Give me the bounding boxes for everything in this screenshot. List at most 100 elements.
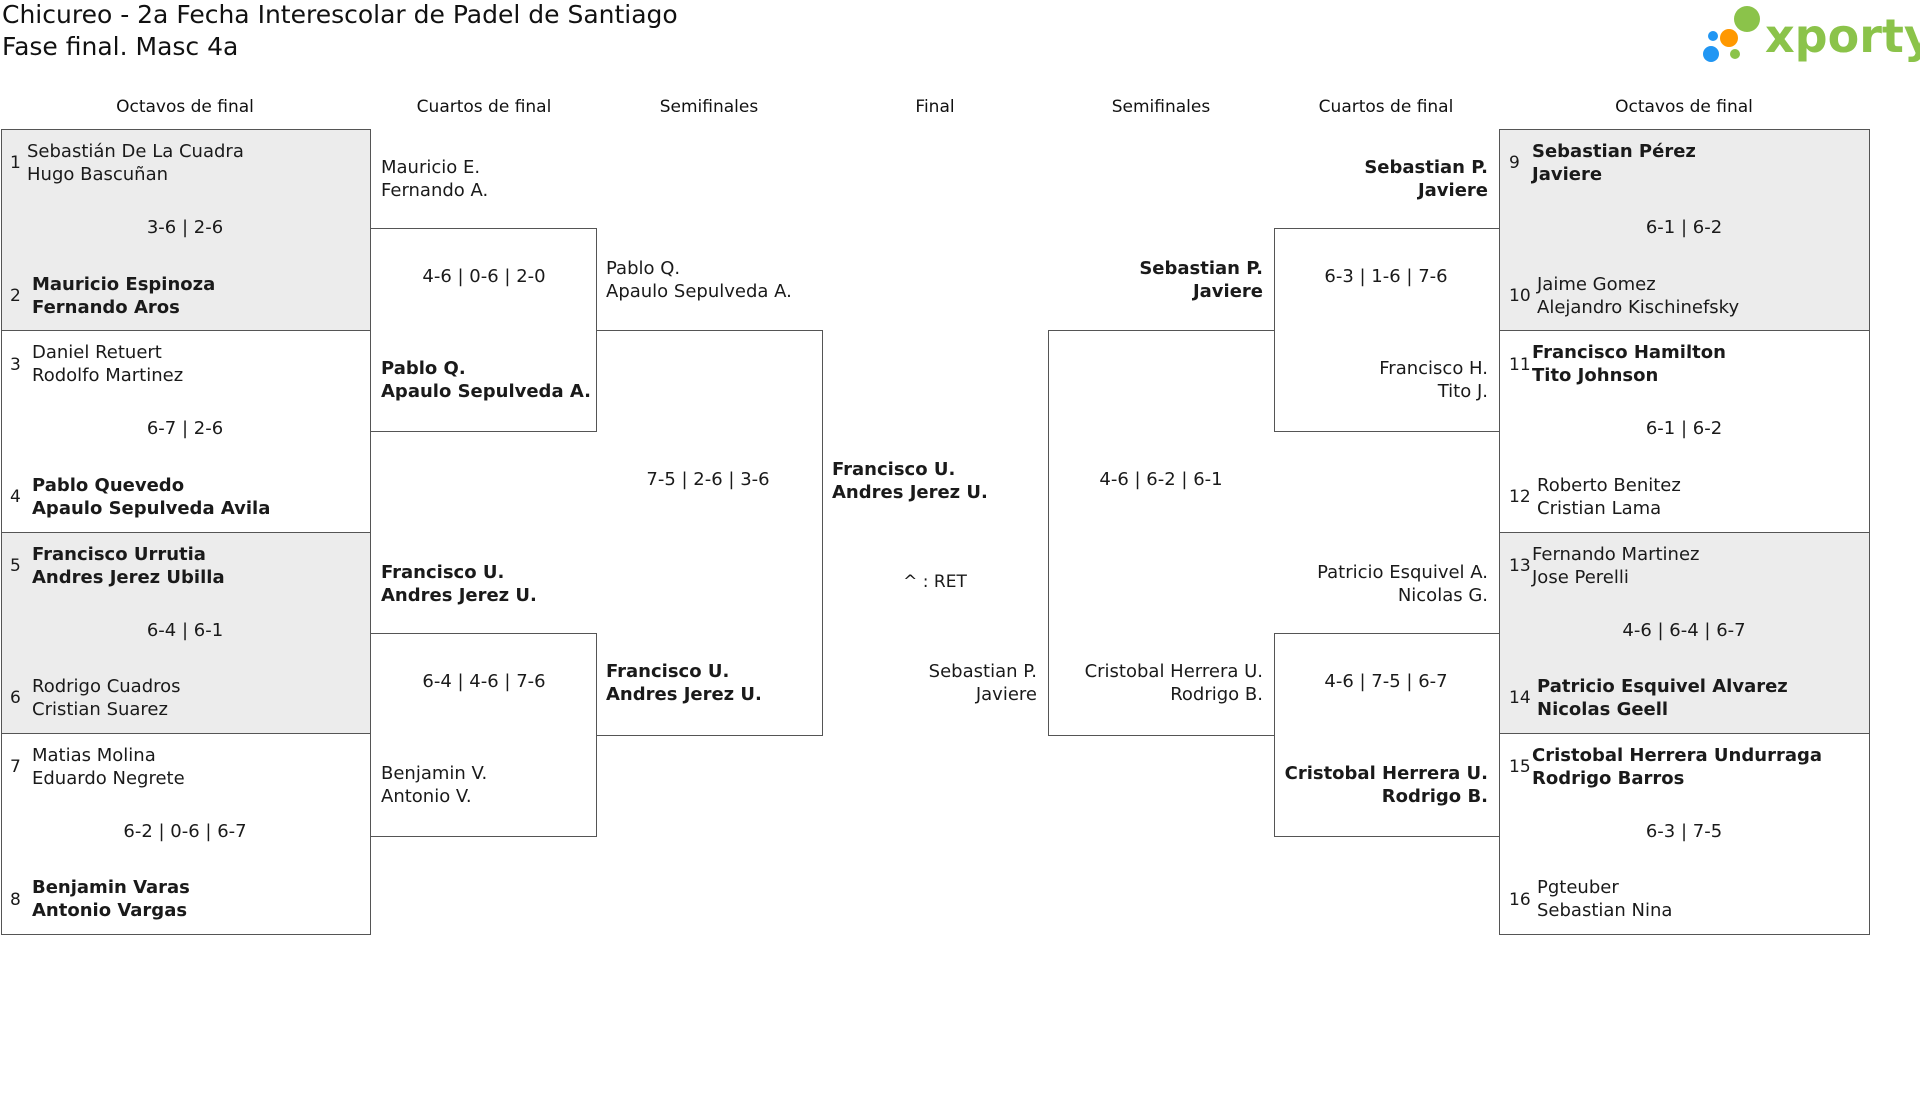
player-name: Rodrigo Barros [1532, 768, 1685, 789]
player-name: Javiere [1532, 164, 1603, 185]
player-name: Sebastian Pérez [1532, 141, 1696, 162]
seed-number: 16 [1509, 890, 1531, 910]
player-name: Benjamin V. [381, 763, 488, 784]
player-name: Rodolfo Martinez [32, 365, 184, 386]
player-name: Patricio Esquivel A. [1317, 562, 1488, 583]
player-name: Cristian Suarez [32, 699, 168, 720]
seed-number: 9 [1509, 153, 1520, 173]
round-header-3: Semifinales [659, 97, 759, 117]
team-entry: Francisco H.Tito J. [1088, 357, 1488, 403]
page-title: Chicureo - 2a Fecha Interescolar de Pade… [2, 0, 678, 29]
seed-number: 15 [1509, 757, 1531, 777]
team-entry: Francisco U.Andres Jerez U. [381, 561, 537, 607]
round-header-4: Final [915, 97, 955, 117]
seed-number: 11 [1509, 355, 1531, 375]
logo-dot-1 [1734, 6, 1760, 32]
team-entry: Patricio Esquivel A.Nicolas G. [1088, 561, 1488, 607]
player-name: Tito Johnson [1532, 365, 1659, 386]
match-score: 4-6 | 7-5 | 6-7 [1324, 671, 1448, 692]
team-entry: Benjamin V.Antonio V. [381, 762, 487, 808]
match-score: 6-2 | 0-6 | 6-7 [123, 821, 247, 842]
seed-number: 14 [1509, 688, 1531, 708]
player-name: Nicolas Geell [1537, 699, 1669, 720]
round-header-7: Octavos de final [1615, 97, 1753, 117]
match-score: 7-5 | 2-6 | 3-6 [646, 469, 770, 490]
match-score: 6-3 | 7-5 [1645, 821, 1723, 842]
team-entry: Pablo Q.Apaulo Sepulveda A. [381, 357, 591, 403]
player-name: Fernando Martinez [1532, 544, 1700, 565]
match-score: 4-6 | 6-2 | 6-1 [1099, 469, 1223, 490]
player-name: Fernando A. [381, 180, 489, 201]
player-name: Andres Jerez U. [381, 585, 537, 606]
player-name: Mauricio Espinoza [32, 274, 216, 295]
team-entry: Francisco U.Andres Jerez U. [606, 660, 762, 706]
xporty-logo-graphic: xporty [1703, 6, 1920, 63]
seed-number: 7 [10, 757, 21, 777]
player-name: Rodrigo B. [1381, 786, 1488, 807]
player-name: Francisco U. [606, 661, 730, 682]
semis-left-bracket [596, 330, 823, 736]
seed-number: 5 [10, 556, 21, 576]
player-name: Sebastian Nina [1537, 900, 1673, 921]
player-name: Roberto Benitez [1537, 475, 1681, 496]
logo-dot-3 [1703, 46, 1719, 62]
player-name: Javiere [1417, 180, 1488, 201]
player-name: Francisco U. [832, 459, 956, 480]
final-winner: Francisco U.Andres Jerez U. [832, 458, 988, 504]
player-name: Hugo Bascuñan [27, 164, 169, 185]
xporty-logo[interactable]: xporty [1695, 2, 1920, 68]
player-name: Mauricio E. [381, 157, 481, 178]
player-name: Cristobal Herrera U. [1284, 763, 1488, 784]
page-subtitle: Fase final. Masc 4a [2, 32, 239, 61]
player-name: Javiere [975, 684, 1037, 705]
player-name: Matias Molina [32, 745, 156, 766]
match-score: 6-7 | 2-6 [146, 418, 224, 439]
player-name: Apaulo Sepulveda A. [606, 281, 792, 302]
logo-dot-5 [1730, 49, 1740, 59]
seed-number: 4 [10, 487, 21, 507]
player-name: Apaulo Sepulveda A. [381, 381, 591, 402]
player-name: Rodrigo B. [1170, 684, 1263, 705]
player-name: Tito J. [1437, 381, 1488, 402]
player-name: Francisco Hamilton [1532, 342, 1726, 363]
player-name: Sebastian P. [1139, 258, 1263, 279]
final-finalist: Sebastian P.Javiere [637, 660, 1037, 706]
logo-dot-2 [1720, 29, 1738, 47]
player-name: Patricio Esquivel Alvarez [1537, 676, 1788, 697]
player-name: Andres Jerez Ubilla [32, 567, 225, 588]
player-name: Fernando Aros [32, 297, 180, 318]
player-name: Pgteuber [1537, 877, 1619, 898]
player-name: Andres Jerez U. [606, 684, 762, 705]
final-note: ^ : RET [903, 572, 967, 592]
player-name: Cristobal Herrera U. [1084, 661, 1263, 682]
octavos-left-match-1 [1, 129, 371, 331]
seed-number: 2 [10, 286, 21, 306]
team-entry: Sebastian P.Javiere [1088, 156, 1488, 202]
player-name: Cristobal Herrera Undurraga [1532, 745, 1822, 766]
player-name: Cristian Lama [1537, 498, 1662, 519]
seed-number: 1 [10, 153, 21, 173]
octavos-left-match-3 [1, 532, 371, 734]
match-score: 4-6 | 6-4 | 6-7 [1622, 620, 1746, 641]
logo-dot-4 [1708, 31, 1718, 41]
round-header-2: Cuartos de final [416, 97, 552, 117]
octavos-right-match-4 [1499, 733, 1870, 935]
match-score: 6-4 | 6-1 [146, 620, 224, 641]
player-name: Jose Perelli [1532, 567, 1629, 588]
player-name: Sebastián De La Cuadra [27, 141, 244, 162]
player-name: Rodrigo Cuadros [32, 676, 181, 697]
seed-number: 13 [1509, 556, 1531, 576]
round-header-5: Semifinales [1111, 97, 1211, 117]
